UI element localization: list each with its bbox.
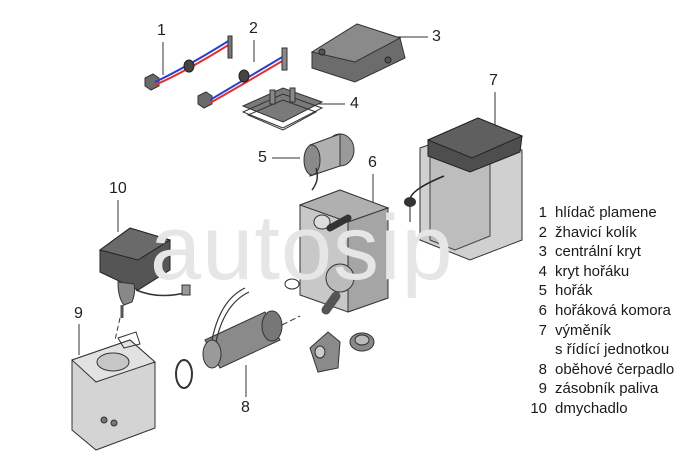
legend-label: hořáková komora [555,301,671,319]
legend-number: 3 [538,243,547,261]
callout-7: 7 [489,72,498,89]
legend-item: 5 hořák [527,281,674,301]
central-cover-part [310,23,406,83]
callout-4: 4 [350,95,359,112]
legend-item-continuation: s řídící jednotkou [527,340,674,360]
circulation-pump-part [175,287,301,389]
legend-number: 5 [538,282,547,300]
legend-label: centrální kryt [555,243,641,261]
blower-part [98,227,191,341]
legend-number: 2 [538,223,547,241]
legend-item: 10 dmychadlo [527,399,674,419]
burner-chamber-part [284,189,390,315]
glow-plug-part [197,47,288,109]
flame-sensor-part [144,35,233,91]
leader-lines [78,36,496,397]
callout-8: 8 [241,399,250,416]
legend-number: 9 [538,380,547,398]
legend-item: 8 oběhové čerpadlo [527,360,675,380]
legend-label: dmychadlo [555,399,628,417]
burner-part [303,133,355,191]
legend-item: 3 centrální kryt [527,242,674,262]
callout-6: 6 [368,154,377,171]
legend-item: 2 žhavicí kolík [527,223,674,243]
legend-number: 4 [538,262,547,280]
legend-item: 4 kryt hořáku [527,262,674,282]
legend-label: zásobník paliva [555,380,659,398]
legend-item: 7 výměník [527,321,674,341]
legend-label: kryt hořáku [555,262,630,280]
callout-9: 9 [74,305,83,322]
legend-number: 1 [538,204,547,221]
legend-item: 9 zásobník paliva [527,379,674,399]
legend-number: 7 [538,321,547,339]
legend-label: hlídač plamene [555,204,657,221]
legend-item: 1 hlídač plamene [527,203,674,223]
legend-number: 6 [538,301,547,319]
callout-2: 2 [249,20,258,37]
burner-cover-part [241,87,324,131]
callout-3: 3 [432,28,441,45]
legend-label: oběhové čerpadlo [555,360,675,378]
legend-number: 10 [530,399,547,417]
legend-label: s řídící jednotkou [555,341,670,359]
fuel-reservoir-part [71,331,156,451]
parts-legend: 1 hlídač plamene 2 žhavicí kolík 3 centráln… [527,203,674,419]
legend-item: 6 hořáková komora [527,301,674,321]
legend-number: 8 [538,360,547,378]
callout-1: 1 [157,22,166,39]
callout-10: 10 [109,180,127,197]
callout-5: 5 [258,149,267,166]
legend-label: žhavicí kolík [555,223,637,241]
legend-label: hořák [555,282,593,300]
heat-exchanger-part [404,117,524,261]
legend-number [527,340,547,360]
seal-ring-part [349,332,375,352]
legend-label: výměník [555,321,611,339]
bracket-part [309,331,341,373]
